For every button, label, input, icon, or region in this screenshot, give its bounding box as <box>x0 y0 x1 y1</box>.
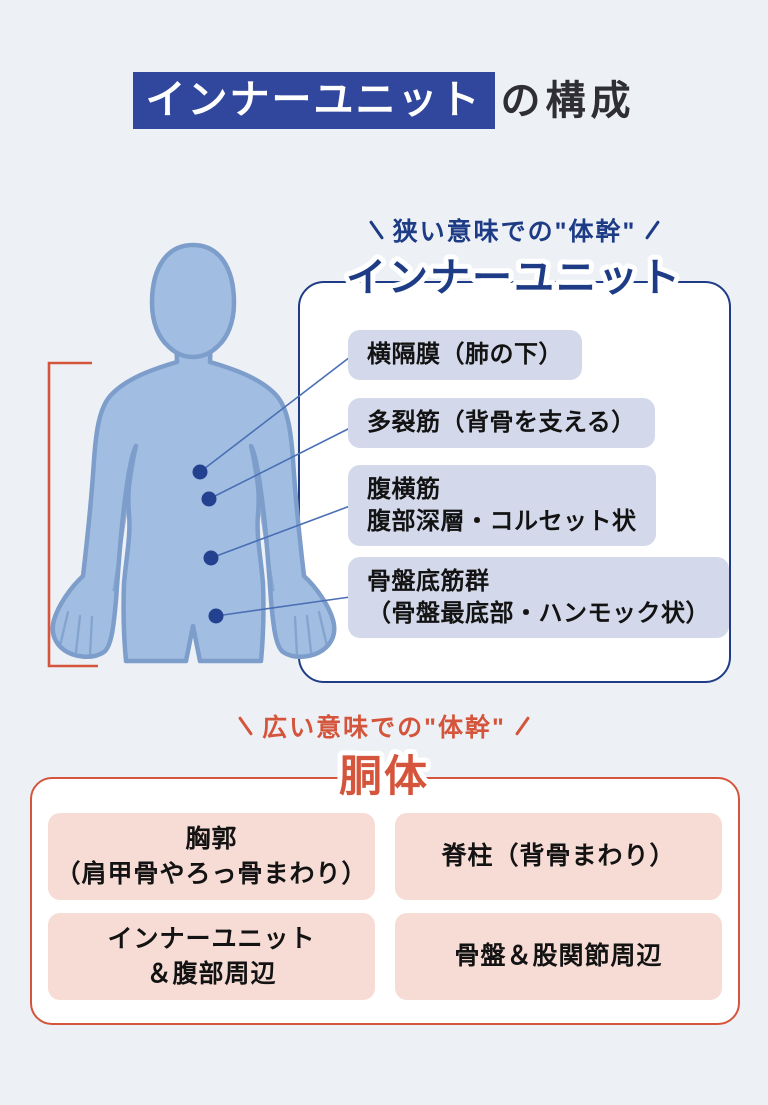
muscle-label-pelvic-floor: 骨盤底筋群 （骨盤最底部・ハンモック状） <box>348 557 729 639</box>
area-line2: ＆腹部周辺 <box>146 959 277 988</box>
muscle-marker-dot <box>201 491 217 507</box>
body-arm-line-left <box>112 446 138 592</box>
area-line1: インナーユニット <box>107 924 316 953</box>
muscle-marker-dot <box>192 464 208 480</box>
muscle-label-multifidus: 多裂筋（背骨を支える） <box>348 398 655 448</box>
torso-tagline: 広い意味での"体幹" <box>0 708 768 744</box>
muscle-marker-dot <box>208 608 224 624</box>
inner-unit-tagline: 狭い意味での"体幹" <box>298 212 731 248</box>
muscle-name: 腹横筋 <box>367 476 441 503</box>
slash-tick-left <box>238 716 254 736</box>
body-head <box>149 242 237 360</box>
page-title-highlight: インナーユニット <box>132 72 495 129</box>
muscle-detail: （骨盤最底部・ハンモック状） <box>367 599 710 627</box>
page-title-suffix: の構成 <box>500 78 636 123</box>
torso-heading-text: 胴体 <box>339 753 429 801</box>
torso-cell-inner-unit-abdomen: インナーユニット ＆腹部周辺 <box>48 913 375 1000</box>
muscle-name: 横隔膜（肺の下） <box>367 341 563 368</box>
muscle-label-transverse-abdominis: 腹横筋 腹部深層・コルセット状 <box>348 465 656 547</box>
page-title: インナーユニット の構成 <box>0 72 768 129</box>
muscle-marker-dot <box>203 550 219 566</box>
torso-cell-pelvis-hip: 骨盤＆股関節周辺 <box>395 913 722 1000</box>
area-line2: （肩甲骨やろっ骨まわり） <box>55 859 368 888</box>
inner-unit-tagline-text: 狭い意味での"体幹" <box>392 218 637 246</box>
torso-area-grid: 胸郭 （肩甲骨やろっ骨まわり） 脊柱（背骨まわり） インナーユニット ＆腹部周辺… <box>48 813 722 1000</box>
torso-heading: 胴体 <box>334 748 432 806</box>
torso-cell-ribcage: 胸郭 （肩甲骨やろっ骨まわり） <box>48 813 375 900</box>
slash-tick-right <box>645 220 661 240</box>
body-fingers-left <box>58 610 94 657</box>
muscle-detail: 腹部深層・コルセット状 <box>367 507 637 535</box>
body-silhouette <box>50 329 337 664</box>
muscle-name: 多裂筋（背骨を支える） <box>367 409 636 436</box>
muscle-label-diaphragm: 横隔膜（肺の下） <box>348 330 582 380</box>
area-line1: 胸郭 <box>185 824 238 853</box>
slash-tick-right <box>514 716 530 736</box>
muscle-name: 骨盤底筋群 <box>367 568 490 595</box>
inner-unit-heading-text: インナーユニット <box>346 256 682 300</box>
area-line1: 脊柱（背骨まわり） <box>441 842 676 870</box>
slash-tick-left <box>368 220 384 240</box>
inner-unit-heading: インナーユニット <box>341 251 685 305</box>
torso-cell-spine: 脊柱（背骨まわり） <box>395 813 722 900</box>
torso-tagline-text: 広い意味での"体幹" <box>262 714 506 742</box>
human-body-illustration <box>50 242 337 664</box>
torso-range-bracket <box>47 361 98 668</box>
area-line1: 骨盤＆股関節周辺 <box>454 942 663 970</box>
body-arm-line-right <box>249 446 275 592</box>
muscle-markers <box>192 464 224 624</box>
